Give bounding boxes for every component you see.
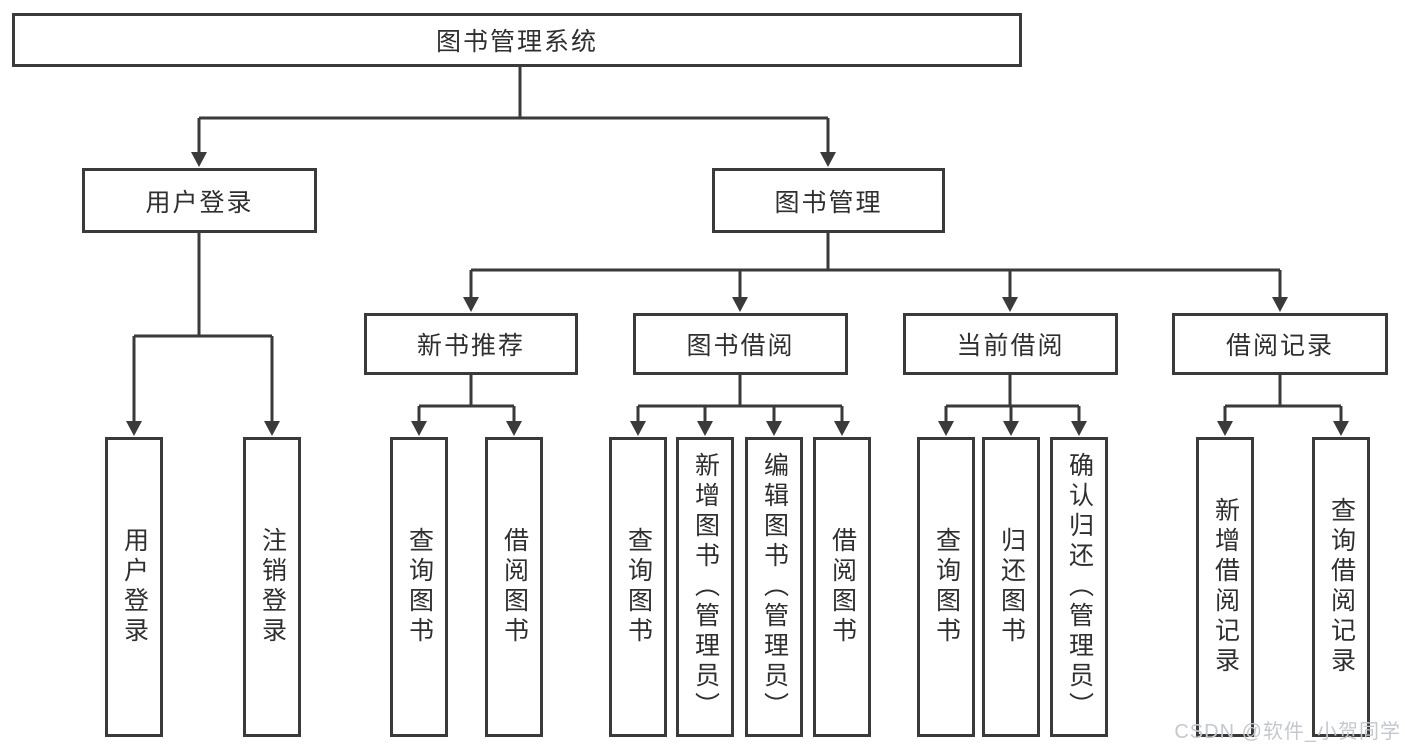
node-book-management-label: 图书管理 — [774, 188, 883, 217]
leaf-user-login: 用户登录 — [105, 437, 163, 737]
leaf-bb-edit-book: 编辑图书（管理员） — [745, 437, 803, 737]
connector-book-borrow-children — [630, 375, 850, 436]
node-root-system-label: 图书管理系统 — [435, 28, 598, 56]
connector-borrow-record-children — [1217, 375, 1349, 436]
node-current-borrow-label: 当前借阅 — [956, 332, 1065, 360]
leaf-cb-confirm-return-label: 确认归还（管理员） — [1065, 452, 1094, 722]
leaf-cb-query-book: 查询图书 — [917, 437, 975, 737]
node-user-login: 用户登录 — [82, 168, 317, 233]
node-root-system: 图书管理系统 — [12, 13, 1022, 67]
leaf-nb-query-book: 查询图书 — [390, 437, 448, 737]
connector-root-to-level2 — [191, 67, 836, 167]
leaf-bb-query-book: 查询图书 — [609, 437, 667, 737]
connector-user-login-children — [126, 233, 280, 436]
leaf-br-add-record: 新增借阅记录 — [1196, 437, 1254, 737]
leaf-cb-return-book-label: 归还图书 — [997, 527, 1026, 647]
leaf-bb-borrow-book-label: 借阅图书 — [828, 527, 857, 647]
leaf-br-query-record: 查询借阅记录 — [1312, 437, 1370, 737]
node-user-login-label: 用户登录 — [145, 188, 254, 217]
leaf-cb-confirm-return: 确认归还（管理员） — [1050, 437, 1108, 737]
leaf-bb-borrow-book: 借阅图书 — [813, 437, 871, 737]
leaf-bb-query-book-label: 查询图书 — [624, 527, 653, 647]
leaf-br-add-record-label: 新增借阅记录 — [1211, 497, 1240, 677]
node-book-borrow-label: 图书借阅 — [686, 332, 795, 360]
connector-book-management-children — [463, 233, 1288, 312]
leaf-cb-return-book: 归还图书 — [982, 437, 1040, 737]
leaf-logout: 注销登录 — [243, 437, 301, 737]
node-new-book-recommend: 新书推荐 — [364, 313, 578, 375]
leaf-user-login-label: 用户登录 — [120, 527, 149, 647]
leaf-bb-edit-book-label: 编辑图书（管理员） — [760, 452, 789, 722]
leaf-cb-query-book-label: 查询图书 — [932, 527, 961, 647]
leaf-bb-add-book-label: 新增图书（管理员） — [691, 452, 720, 722]
leaf-nb-borrow-book: 借阅图书 — [485, 437, 543, 737]
node-current-borrow: 当前借阅 — [903, 313, 1118, 375]
connector-current-borrow-children — [938, 375, 1087, 436]
leaf-bb-add-book: 新增图书（管理员） — [676, 437, 734, 737]
node-borrow-record-label: 借阅记录 — [1225, 332, 1334, 360]
leaf-logout-label: 注销登录 — [258, 527, 287, 647]
leaf-nb-query-book-label: 查询图书 — [405, 527, 434, 647]
node-book-management: 图书管理 — [712, 168, 945, 233]
leaf-br-query-record-label: 查询借阅记录 — [1327, 497, 1356, 677]
connector-new-book-recommend-children — [411, 375, 522, 436]
node-borrow-record: 借阅记录 — [1172, 313, 1388, 375]
watermark: CSDN @软件_小贺同学 — [1174, 721, 1401, 743]
leaf-nb-borrow-book-label: 借阅图书 — [500, 527, 529, 647]
node-book-borrow: 图书借阅 — [633, 313, 848, 375]
node-new-book-recommend-label: 新书推荐 — [416, 332, 525, 360]
